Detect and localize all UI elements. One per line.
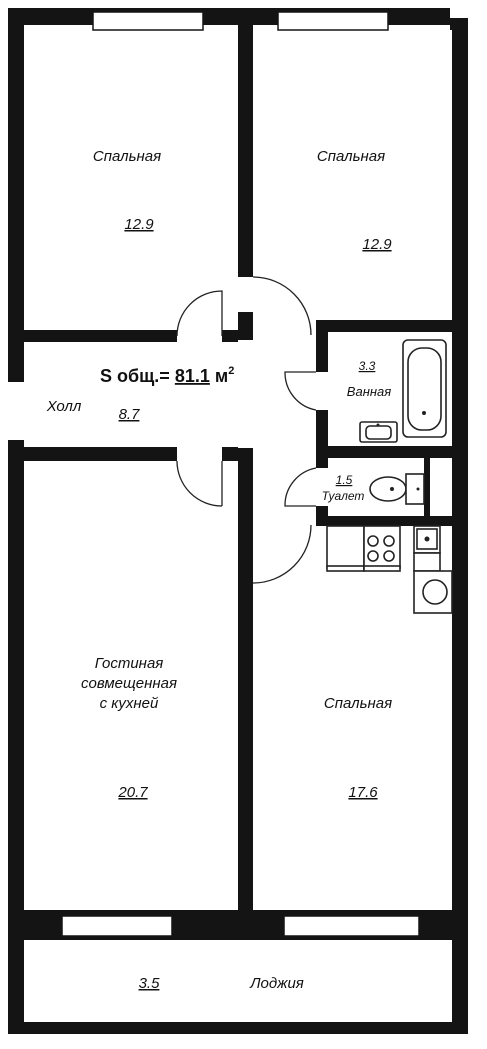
room-area-bedroom-ne: 12.9 — [362, 236, 392, 253]
kitchen-sink-icon — [413, 525, 441, 572]
room-area-bathroom: 3.3 — [359, 359, 376, 373]
room-name-bathroom: Ванная — [347, 384, 391, 399]
room-name-loggia: Лоджия — [249, 975, 304, 992]
windows — [61, 11, 420, 937]
fixtures — [326, 339, 453, 614]
room-name-toilet: Туалет — [322, 489, 365, 503]
walls — [8, 8, 468, 1034]
room-name-bedroom-nw: Спальная — [93, 148, 161, 165]
washing-machine-icon — [413, 570, 453, 614]
window-nw — [92, 11, 204, 31]
window-se — [283, 915, 420, 937]
total-area: S общ.= 81.1 м2 — [100, 365, 234, 386]
room-name-living-line1: Гостиная — [95, 655, 164, 672]
room-area-bedroom-se: 17.6 — [348, 784, 378, 801]
labels: S общ.= 81.1 м2 Спальная 12.9 Спальная 1… — [46, 148, 393, 992]
window-living — [61, 915, 173, 937]
room-area-bedroom-nw: 12.9 — [124, 216, 154, 233]
room-area-hall: 8.7 — [119, 406, 141, 423]
room-area-loggia: 3.5 — [139, 975, 161, 992]
sink-icon — [359, 421, 398, 443]
window-ne — [277, 11, 389, 31]
room-name-living-line3: с кухней — [100, 695, 159, 712]
toilet-icon — [369, 473, 425, 505]
room-name-hall: Холл — [46, 398, 82, 415]
room-area-living: 20.7 — [117, 784, 148, 801]
bathtub-icon — [402, 339, 447, 438]
kitchen-counter-icon — [326, 525, 365, 572]
doors — [176, 276, 317, 584]
room-name-bedroom-ne: Спальная — [317, 148, 385, 165]
room-area-toilet: 1.5 — [336, 473, 353, 487]
room-name-bedroom-se: Спальная — [324, 695, 392, 712]
stove-icon — [363, 525, 401, 572]
room-name-living-line2: совмещенная — [81, 675, 177, 692]
